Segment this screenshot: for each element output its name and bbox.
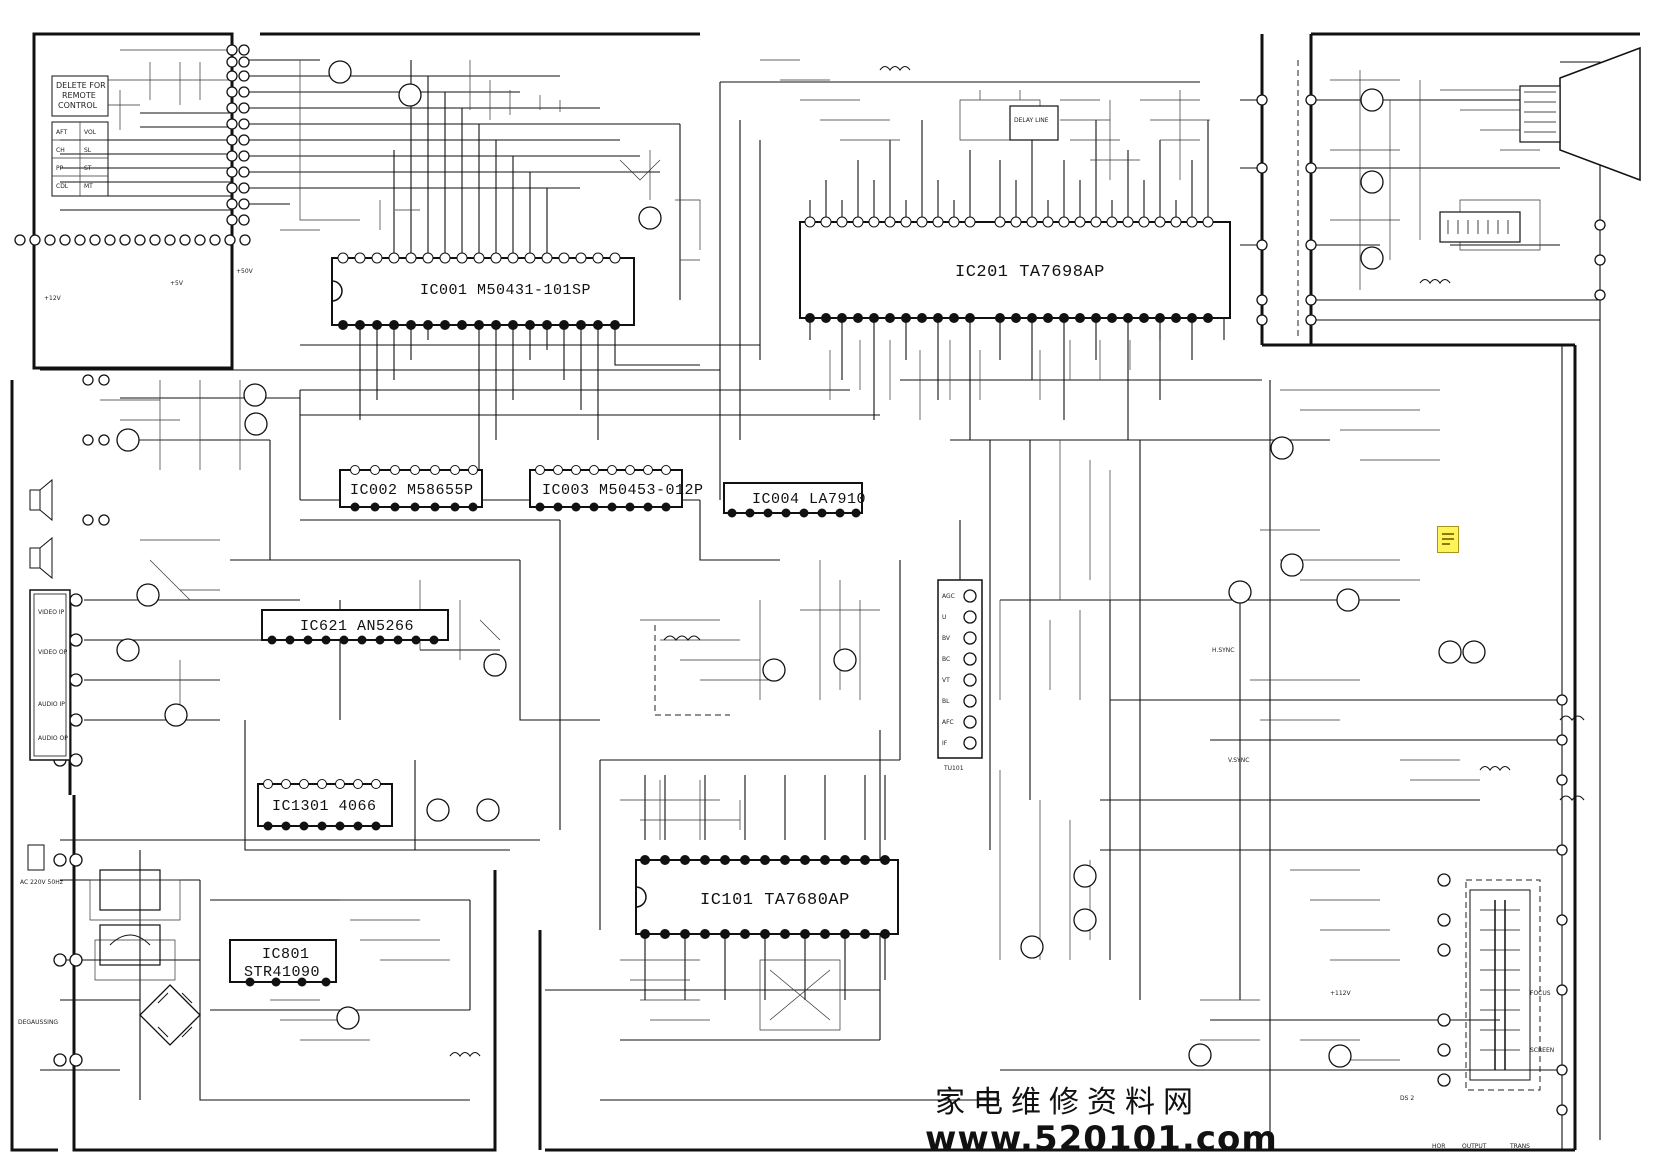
ic801-part: STR41090 <box>244 964 320 981</box>
ic201-label: IC201 TA7698AP <box>955 263 1105 282</box>
av-panel: VIDEO IP VIDEO OP AUDIO IP AUDIO OP <box>29 589 71 761</box>
degaussing-label: DEGAUSSING <box>18 1019 58 1026</box>
ic002-label: IC002 M58655P <box>350 482 474 499</box>
key-pp: PP <box>56 165 64 172</box>
plus12v-label: +12V <box>44 295 62 302</box>
connector-column-right <box>1256 94 1606 1116</box>
plus112v-label: +112V <box>1330 990 1351 997</box>
tuner-pin-u: U <box>942 614 946 621</box>
trans-label: TRANS <box>1509 1143 1530 1150</box>
ic001: IC001 M50431-101SP <box>331 257 635 326</box>
video-in-label: VIDEO IP <box>38 609 65 616</box>
ic801: IC801 STR41090 <box>229 939 337 987</box>
ic003-label: IC003 M50453-012P <box>542 482 704 499</box>
vsync-label: V.SYNC <box>1228 757 1249 764</box>
connector-row-bottom <box>14 234 251 246</box>
plus5v-label: +5V <box>170 280 184 287</box>
watermark-chinese: 家电维修资料网 <box>935 1085 1201 1120</box>
power-input: AC 220V 50Hz DEGAUSSING <box>18 844 201 1046</box>
focus-label: FOCUS <box>1530 990 1551 997</box>
ic1301: IC1301 4066 <box>257 779 393 831</box>
screen-label: SCREEN <box>1530 1047 1554 1054</box>
key-aft: AFT <box>56 129 67 136</box>
watermark: 家电维修资料网 www.520101.com <box>925 1085 1278 1159</box>
ic801-label: IC801 <box>262 946 310 963</box>
ic101: IC101 TA7680AP <box>635 855 899 939</box>
audio-in-label: AUDIO IP <box>38 701 65 708</box>
speaker-icon <box>29 478 53 580</box>
ic004-label: IC004 LA7910 <box>752 491 866 508</box>
key-st: ST <box>84 165 92 172</box>
remote-delete-block: DELETE FOR REMOTE CONTROL AFT VOL CH SL … <box>44 75 254 302</box>
ds-label: DS 2 <box>1400 1095 1414 1102</box>
output-label: OUTPUT <box>1462 1143 1487 1150</box>
video-out-label: VIDEO OP <box>38 649 68 656</box>
audio-out-label: AUDIO OP <box>38 735 68 742</box>
dashed-lines <box>654 60 1541 1091</box>
tuner-pin-afc: AFC <box>942 719 954 726</box>
delete-line2: REMOTE <box>62 91 96 100</box>
key-ch: CH <box>56 147 65 154</box>
plus50v-label: +50V <box>236 268 254 275</box>
flyback-transformer: FOCUS SCREEN HOR OUTPUT TRANS <box>1432 889 1554 1150</box>
tuner-pin-vt: VT <box>942 677 950 684</box>
crt-tube-icon <box>1439 46 1641 243</box>
hor-label: HOR <box>1432 1143 1445 1150</box>
ic001-pins <box>337 252 621 330</box>
tuner-tu101: AGC U BV BC VT BL AFC IF TU101 <box>937 579 983 772</box>
ic1301-label: IC1301 4066 <box>272 798 377 815</box>
ic621-label: IC621 AN5266 <box>300 618 414 635</box>
connector-column-left <box>226 44 250 226</box>
signal-labels: H.SYNC V.SYNC +112V DS 2 <box>1212 647 1414 1102</box>
coils <box>449 65 1585 1057</box>
ic002: IC002 M58655P <box>339 465 483 512</box>
tuner-pin-bv: BV <box>942 635 951 642</box>
tuner-label: TU101 <box>943 765 964 772</box>
delay-line: DELAY LINE <box>1009 105 1059 141</box>
ic003: IC003 M50453-012P <box>529 465 704 512</box>
component-clutter <box>89 49 1541 1061</box>
ic004: IC004 LA7910 <box>723 482 866 518</box>
hsync-label: H.SYNC <box>1212 647 1234 654</box>
ac-in-label: AC 220V 50Hz <box>20 879 63 886</box>
ic201: IC201 TA7698AP <box>799 221 1231 319</box>
tuner-pin-bl: BL <box>942 698 950 705</box>
ic101-label: IC101 TA7680AP <box>700 891 850 910</box>
ic201-pins <box>804 216 1214 323</box>
key-sl: SL <box>84 147 92 154</box>
key-mt: MT <box>84 183 93 190</box>
tuner-pin-if: IF <box>942 740 948 747</box>
delete-line1: DELETE FOR <box>56 81 106 90</box>
ic621: IC621 AN5266 <box>261 609 449 645</box>
key-vol: VOL <box>84 129 97 136</box>
ic001-label: IC001 M50431-101SP <box>420 282 591 299</box>
tuner-pin-bc: BC <box>942 656 950 663</box>
transistors <box>116 60 1486 1068</box>
watermark-url: www.520101.com <box>925 1119 1278 1159</box>
sticky-note-icon[interactable] <box>1437 526 1459 553</box>
tuner-pin-agc: AGC <box>942 593 955 600</box>
delete-line3: CONTROL <box>58 101 98 110</box>
key-cdl: CDL <box>56 183 69 190</box>
delay-line-label: DELAY LINE <box>1014 117 1049 124</box>
